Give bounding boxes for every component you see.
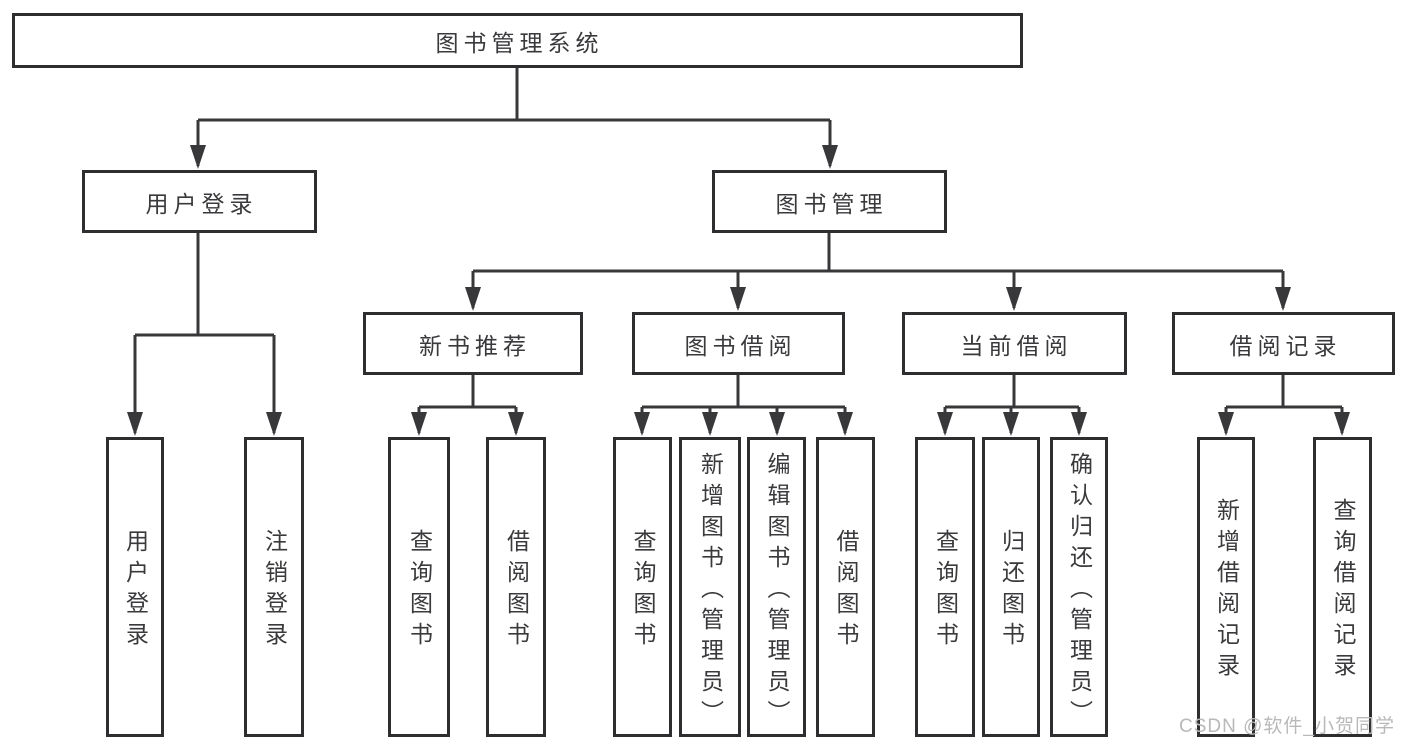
- leaf-confirm-return-admin: 确认归还（管理员）: [1050, 437, 1108, 737]
- leaf-query-books-recommend: 查询图书: [388, 437, 450, 737]
- node-label: 编辑图书（管理员）: [764, 451, 790, 731]
- leaf-query-books-current: 查询图书: [915, 437, 975, 737]
- leaf-return-books: 归还图书: [982, 437, 1040, 737]
- csdn-watermark: CSDN @软件_小贺同学: [1179, 716, 1395, 737]
- node-new-book-recommendation: 新书推荐: [363, 312, 583, 375]
- node-label: 查询图书: [406, 529, 433, 653]
- leaf-add-books-admin: 新增图书（管理员）: [679, 437, 741, 737]
- node-label: 新增借阅记录: [1213, 498, 1240, 684]
- node-label: 图书借阅: [684, 332, 797, 359]
- leaf-user-login: 用户登录: [106, 437, 164, 737]
- node-book-borrowing: 图书借阅: [632, 312, 845, 375]
- leaf-add-borrow-record: 新增借阅记录: [1197, 437, 1255, 737]
- node-label: 借阅图书: [833, 529, 859, 653]
- node-label: 新增图书（管理员）: [697, 451, 724, 731]
- node-label: 查询图书: [932, 529, 959, 653]
- node-label: 当前借阅: [960, 332, 1073, 359]
- node-borrowing-records: 借阅记录: [1172, 312, 1395, 375]
- node-label: 图书管理: [775, 190, 888, 217]
- node-library-management-system: 图书管理系统: [12, 13, 1023, 68]
- node-label: 查询图书: [630, 529, 656, 653]
- node-label: 用户登录: [145, 190, 258, 217]
- node-label: 归还图书: [998, 529, 1025, 653]
- node-label: 借阅记录: [1229, 332, 1342, 359]
- leaf-query-borrow-record: 查询借阅记录: [1313, 437, 1372, 737]
- node-label: 新书推荐: [419, 332, 531, 359]
- leaf-edit-books-admin: 编辑图书（管理员）: [747, 437, 806, 737]
- leaf-query-books-borrow: 查询图书: [613, 437, 672, 737]
- node-label: 借阅图书: [503, 529, 530, 653]
- node-label: 确认归还（管理员）: [1066, 451, 1093, 731]
- node-current-borrowing: 当前借阅: [902, 312, 1127, 375]
- node-user-login-branch: 用户登录: [82, 170, 317, 233]
- leaf-logout: 注销登录: [244, 437, 304, 737]
- node-label: 图书管理系统: [435, 29, 604, 56]
- node-book-management-branch: 图书管理: [712, 170, 947, 233]
- node-label: 用户登录: [122, 529, 149, 653]
- arrowheads: [127, 145, 1350, 436]
- leaf-borrow-books-recommend: 借阅图书: [486, 437, 546, 737]
- node-label: 注销登录: [261, 529, 288, 653]
- node-label: 查询借阅记录: [1330, 498, 1356, 684]
- leaf-borrow-books: 借阅图书: [816, 437, 875, 737]
